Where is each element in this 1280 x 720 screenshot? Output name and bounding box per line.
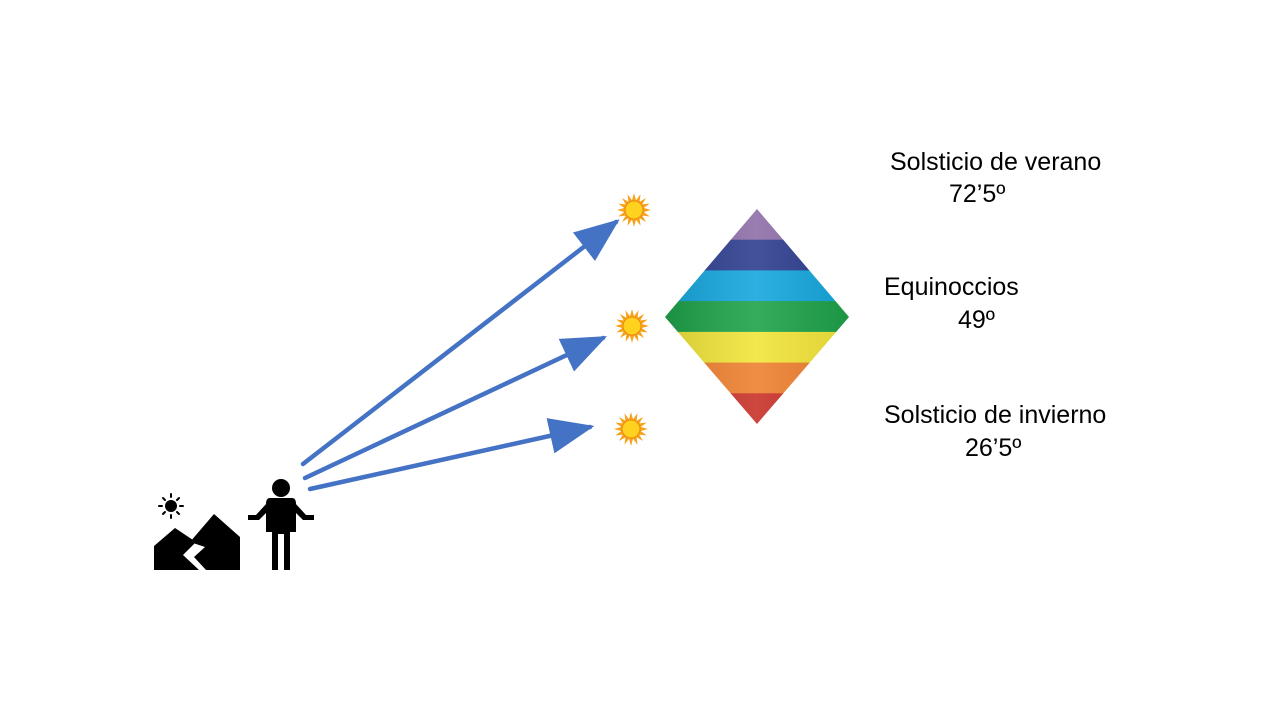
sun-ray-arrows <box>300 219 620 492</box>
equinox-angle: 49º <box>958 306 995 334</box>
mountain-right <box>190 514 240 570</box>
small-sun-icon <box>158 493 184 519</box>
equinox-label: Equinoccios <box>884 273 1019 301</box>
summer-solstice-angle: 72’5º <box>949 180 1006 208</box>
arrow-equinox <box>302 335 608 481</box>
sun-icon-equinox <box>615 309 649 343</box>
winter-solstice-label: Solsticio de invierno <box>884 401 1107 429</box>
person-shrug-icon <box>248 479 314 570</box>
winter-solstice-angle: 26’5º <box>965 434 1022 462</box>
arrow-winter <box>307 418 595 492</box>
sun-icon-summer <box>617 193 651 227</box>
sun-icon-winter <box>614 412 648 446</box>
mountains-sun-icon <box>154 493 240 570</box>
rainbow-diamond-icon <box>665 209 849 424</box>
summer-solstice-label: Solsticio de verano <box>890 148 1102 176</box>
mountain-left <box>154 528 199 570</box>
arrow-summer <box>300 219 620 467</box>
